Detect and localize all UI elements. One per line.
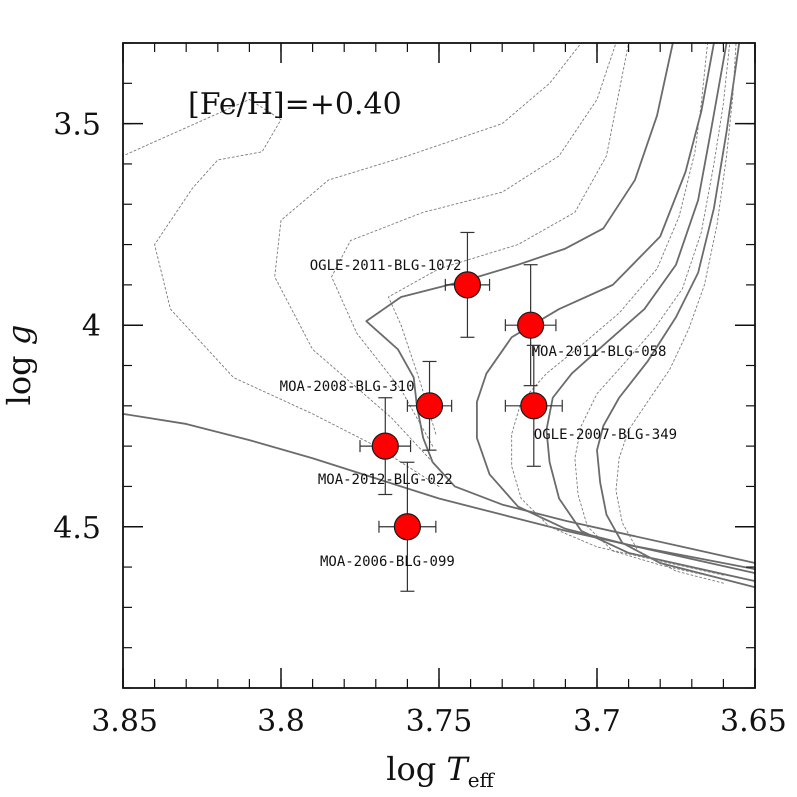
data-point-marker bbox=[371, 432, 399, 460]
isochrone-curve-11 bbox=[574, 42, 731, 580]
data-point-marker bbox=[415, 392, 444, 420]
data-point-marker bbox=[520, 392, 548, 420]
x-tick-label: 3.85 bbox=[91, 704, 158, 739]
y-axis-title-variable: g bbox=[0, 325, 38, 345]
data-point-6: MOA-2006-BLG-099 bbox=[320, 461, 455, 592]
axes-layer: 3.85 3.8 3.75 3.7 3.65 3.5 4 4.5 bbox=[53, 42, 787, 739]
data-point-label: OGLE-2011-BLG-1072 bbox=[310, 258, 462, 274]
x-tick-label: 3.7 bbox=[573, 704, 621, 739]
data-points-layer: OGLE-2011-BLG-1072MOA-2011-BLG-058MOA-20… bbox=[280, 231, 677, 592]
y-tick-label: 3.5 bbox=[53, 108, 101, 143]
data-point-5: MOA-2012-BLG-022 bbox=[318, 397, 453, 496]
x-axis-title-subscript: eff bbox=[468, 768, 496, 792]
data-point-marker bbox=[453, 271, 482, 299]
data-point-label: OGLE-2007-BLG-349 bbox=[534, 427, 677, 443]
isochrone-curve-7 bbox=[274, 42, 582, 463]
data-point-marker bbox=[517, 311, 545, 339]
y-tick-label: 4.5 bbox=[53, 511, 101, 546]
data-point-3: MOA-2008-BLG-310 bbox=[280, 360, 453, 451]
data-point-2: MOA-2011-BLG-058 bbox=[504, 264, 667, 387]
x-axis-title-prefix: log bbox=[386, 750, 446, 788]
isochrone-curve-2 bbox=[365, 42, 756, 564]
isochrone-curve-8 bbox=[331, 42, 617, 447]
data-point-label: MOA-2011-BLG-058 bbox=[532, 344, 667, 360]
metallicity-annotation: [Fe/H]=+0.40 bbox=[188, 87, 402, 122]
x-tick-label: 3.75 bbox=[406, 704, 473, 739]
data-point-label: MOA-2006-BLG-099 bbox=[320, 554, 455, 570]
x-tick-label: 3.65 bbox=[720, 704, 787, 739]
x-tick-label: 3.8 bbox=[257, 704, 305, 739]
data-point-4: OGLE-2007-BLG-349 bbox=[504, 344, 677, 467]
data-point-marker bbox=[393, 513, 421, 541]
y-tick-label: 4 bbox=[82, 309, 101, 344]
isochrone-curve-12 bbox=[615, 42, 737, 584]
data-point-label: MOA-2012-BLG-022 bbox=[318, 472, 453, 488]
y-axis-title: log g bbox=[0, 325, 38, 406]
x-axis-title-variable: T bbox=[446, 750, 470, 788]
isochrone-curve-9 bbox=[387, 42, 630, 435]
isochrone-curve-4 bbox=[545, 42, 756, 583]
x-axis-title: log Teff bbox=[386, 750, 495, 792]
y-axis-title-prefix: log bbox=[0, 345, 38, 405]
data-point-1: OGLE-2011-BLG-1072 bbox=[310, 231, 491, 338]
isochrone-curve-6 bbox=[122, 98, 440, 487]
isochrone-curve-3 bbox=[476, 42, 756, 575]
data-point-label: MOA-2008-BLG-310 bbox=[280, 379, 415, 395]
